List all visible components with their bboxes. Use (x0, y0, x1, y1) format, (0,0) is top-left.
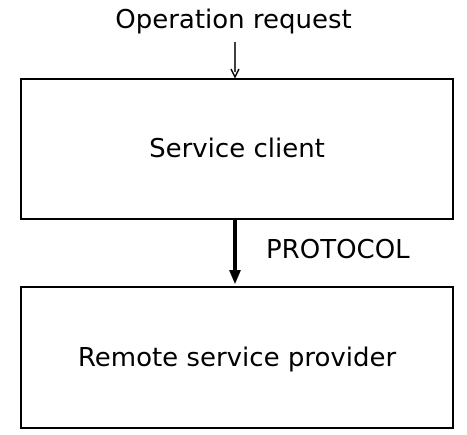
request-arrow-head (230, 68, 240, 79)
remote-service-provider-label: Remote service provider (77, 342, 397, 373)
protocol-arrow-head (229, 270, 241, 284)
service-client-box: Service client (20, 78, 454, 220)
service-client-label: Service client (149, 134, 325, 164)
protocol-label: PROTOCOL (266, 235, 410, 265)
remote-service-provider-box: Remote service provider (20, 286, 454, 429)
operation-request-label: Operation request (115, 5, 352, 35)
